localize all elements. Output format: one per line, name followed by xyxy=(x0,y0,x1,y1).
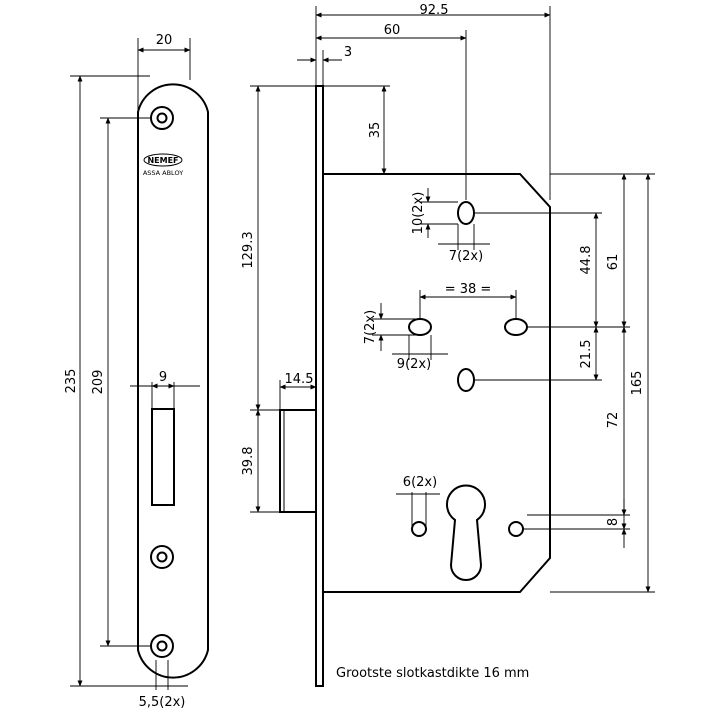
dim-72: 72 xyxy=(606,412,621,429)
dim-165: 165 xyxy=(630,371,645,396)
oval-hole-middle xyxy=(457,368,475,392)
lock-case-outline xyxy=(323,173,551,593)
faceplate-screw-hole-middle xyxy=(150,545,174,569)
dim-latch-projection: 14.5 xyxy=(285,372,314,387)
dim-case-depth: 92.5 xyxy=(420,3,449,18)
dim-side-hole-width: 9(2x) xyxy=(397,357,431,372)
thickness-note: Grootste slotkastdikte 16 mm xyxy=(336,666,529,681)
dim-oval-hole-width: 7(2x) xyxy=(449,249,483,264)
faceplate-screw-hole-top xyxy=(150,106,174,130)
faceplate-view: NEMEF ASSA ABLOY 20 235 209 xyxy=(64,33,209,710)
side-hole-left xyxy=(408,318,432,336)
faceplate-outline xyxy=(137,83,209,679)
latch-bolt xyxy=(279,409,317,513)
brand-logo: NEMEF ASSA ABLOY xyxy=(143,153,183,177)
dim-oval-hole-height: 10(2x) xyxy=(411,192,426,235)
dim-hole-spacing: = 38 = xyxy=(445,282,492,297)
brand-logo-text: NEMEF xyxy=(147,156,178,165)
oval-hole-top xyxy=(457,201,475,225)
brand-subtitle: ASSA ABLOY xyxy=(143,169,183,177)
dim-plate-thickness: 3 xyxy=(344,45,352,60)
side-hole-right xyxy=(504,318,528,336)
dim-61: 61 xyxy=(606,254,621,271)
dim-side-hole-height: 7(2x) xyxy=(363,310,378,344)
lockcase-view: 92.5 60 3 35 129.3 14.5 39.8 10(2x) xyxy=(241,3,655,687)
faceplate-edge xyxy=(315,85,324,687)
dim-21-5: 21.5 xyxy=(579,340,594,369)
dim-overall-height: 235 xyxy=(64,369,79,394)
dim-top-to-case: 35 xyxy=(368,122,383,139)
dim-44-8: 44.8 xyxy=(579,246,594,275)
dim-faceplate-width: 20 xyxy=(156,33,173,48)
cylinder-hole-left xyxy=(411,521,427,537)
latch-slot xyxy=(151,408,175,506)
dim-screw-spacing: 209 xyxy=(91,370,106,395)
faceplate-screw-hole-bottom xyxy=(150,634,174,658)
dim-8: 8 xyxy=(606,518,621,526)
dim-cylinder-hole: 6(2x) xyxy=(403,475,437,490)
dim-screw-hole-diameter: 5,5(2x) xyxy=(139,695,186,710)
dim-latch-height: 39.8 xyxy=(241,447,256,476)
dim-plate-to-latch: 129.3 xyxy=(241,231,256,268)
cylinder-hole-right xyxy=(508,521,524,537)
cylinder-cutout xyxy=(446,484,486,581)
dim-backset: 60 xyxy=(384,23,401,38)
dim-slot-width: 9 xyxy=(159,370,167,385)
